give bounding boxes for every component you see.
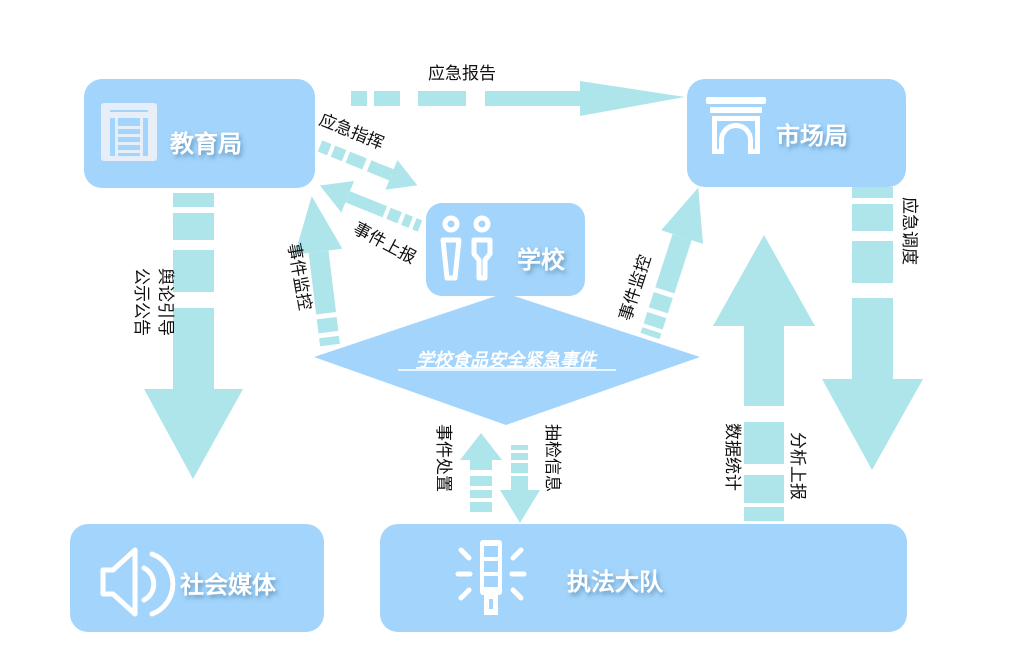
label-data-statistics: 数据统计: [722, 423, 742, 491]
label-incident-handling: 事件处置: [433, 424, 453, 492]
label-emergency-dispatch: 应急调度: [899, 197, 919, 265]
node-label: 学校: [517, 246, 566, 274]
node-label: 市场局: [776, 122, 848, 150]
label-opinion-guidance: 舆论引导: [155, 268, 175, 336]
node-label: 教育局: [170, 130, 242, 158]
node-social-media[interactable]: 社会媒体: [70, 524, 324, 632]
node-label: 执法大队: [567, 568, 664, 596]
label-emergency-report: 应急报告: [428, 64, 496, 84]
arrow-public-notice: [144, 193, 243, 479]
node-label: 社会媒体: [180, 571, 277, 599]
restroom-people-icon: [440, 215, 493, 281]
arrow-emergency-command: [317, 140, 418, 190]
arrow-sampling-info: [500, 445, 540, 523]
node-education-bureau[interactable]: 教育局: [84, 79, 315, 188]
label-analysis-report: 分析上报: [787, 432, 807, 500]
node-school[interactable]: 学校: [426, 203, 585, 296]
arrow-event-monitor-left: [294, 196, 343, 347]
arrow-event-monitor-right: [640, 187, 704, 340]
arrow-emergency-report: [351, 81, 685, 116]
speaker-icon: [100, 547, 176, 617]
node-market-bureau[interactable]: 市场局: [687, 79, 906, 187]
node-enforcement-team[interactable]: 执法大队: [380, 524, 907, 632]
arrow-incident-report: [319, 181, 423, 232]
arrow-data-statistics: [713, 235, 815, 521]
arrow-incident-handling: [460, 433, 502, 512]
arrow-emergency-dispatch: [822, 187, 923, 470]
label-sampling-info: 抽检信息: [542, 424, 562, 492]
label-public-notice: 公示公告: [131, 268, 151, 336]
arch-gate-icon: [706, 97, 766, 154]
node-center-event[interactable]: 学校食品安全紧急事件: [314, 293, 700, 425]
building-icon: [101, 103, 157, 161]
center-event-label: 学校食品安全紧急事件: [416, 350, 598, 371]
siren-light-icon: [455, 540, 527, 615]
